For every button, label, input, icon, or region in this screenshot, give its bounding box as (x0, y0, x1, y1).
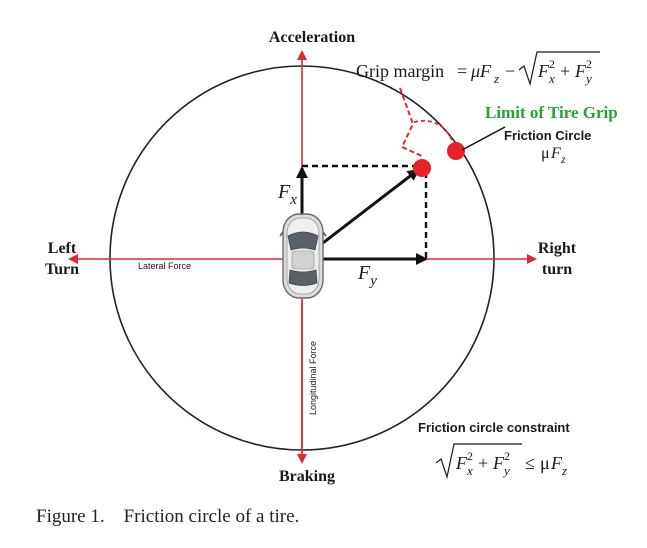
constraint-title: Friction circle constraint (418, 420, 570, 435)
svg-text:y: y (584, 71, 592, 86)
svg-text:≤: ≤ (525, 453, 535, 473)
braking-label: Braking (279, 468, 335, 485)
svg-text:μ: μ (540, 453, 550, 473)
svg-text:F: F (537, 61, 550, 81)
grip-margin-line (399, 87, 425, 158)
friction-circle-pointer (461, 126, 506, 151)
grip-margin-text: Grip margin (356, 61, 444, 81)
svg-text:−: − (505, 61, 515, 81)
svg-text:=: = (457, 61, 467, 81)
fy-label: Fy (357, 262, 377, 289)
force-point-dot (413, 159, 431, 177)
svg-text:x: x (466, 463, 473, 478)
svg-text:2: 2 (549, 57, 555, 71)
svg-text:z: z (560, 152, 566, 166)
friction-circle-label: Friction Circle (504, 128, 591, 143)
svg-text:2: 2 (504, 449, 510, 463)
grip-margin-formula: Grip margin = μF z − F 2 x + F 2 y (356, 51, 600, 87)
svg-text:+: + (478, 453, 488, 473)
constraint-formula: F 2 x + F 2 y ≤ μ F z (435, 443, 567, 480)
svg-text:F: F (574, 61, 587, 81)
limit-of-tire-grip-label: Limit of Tire Grip (485, 103, 618, 122)
car-top-view-icon (279, 213, 327, 299)
svg-text:F: F (550, 145, 561, 162)
figure-caption-text: Friction circle of a tire. (123, 506, 300, 527)
svg-text:2: 2 (586, 57, 592, 71)
left-label-line2: Turn (45, 261, 79, 278)
acceleration-label: Acceleration (269, 29, 355, 46)
figure-number: Figure 1. (36, 506, 105, 527)
right-label-line1: Right (538, 240, 577, 257)
svg-text:μ: μ (541, 145, 550, 162)
limit-point-dot (447, 142, 465, 160)
svg-text:y: y (502, 463, 510, 478)
left-label-line1: Left (48, 240, 77, 257)
mu-fz-label: μ F z (541, 145, 566, 166)
longitudinal-force-label: Longitudinal Force (308, 341, 318, 415)
svg-text:z: z (561, 463, 567, 478)
svg-text:z: z (493, 71, 499, 86)
svg-text:μF: μF (470, 61, 492, 81)
figure-caption: Figure 1. Friction circle of a tire. (36, 506, 299, 528)
svg-text:F: F (455, 453, 468, 473)
grip-margin-arc (413, 119, 453, 141)
right-label-line2: turn (542, 261, 572, 278)
svg-text:F: F (550, 453, 563, 473)
svg-text:F: F (492, 453, 505, 473)
svg-text:2: 2 (467, 449, 473, 463)
svg-text:x: x (548, 71, 555, 86)
fx-label: Fx (277, 181, 297, 208)
svg-text:+: + (560, 61, 570, 81)
lateral-force-label: Lateral Force (138, 261, 191, 271)
